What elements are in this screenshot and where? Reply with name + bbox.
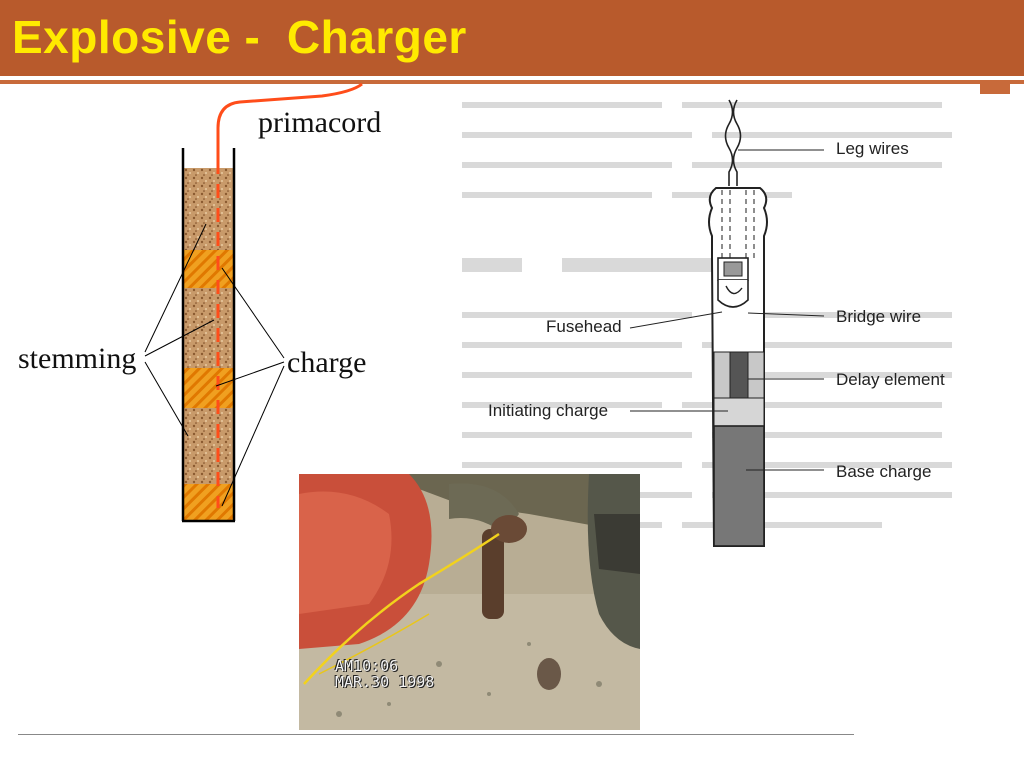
charge-layer xyxy=(184,484,233,520)
title-bar: Explosive - Charger xyxy=(0,0,1024,76)
leg-wires-label: Leg wires xyxy=(836,139,909,158)
slide-title: Explosive - Charger xyxy=(12,11,467,63)
footer-divider xyxy=(18,734,854,735)
charge-label: charge xyxy=(287,346,367,379)
charge-layer xyxy=(184,250,233,288)
stemming-layer xyxy=(184,168,233,250)
fusehead-label: Fusehead xyxy=(546,317,622,336)
detonator-leg-wires xyxy=(724,99,742,186)
detonator-body xyxy=(708,187,768,547)
field-photo: AM10:06 MAR.30 1998 xyxy=(299,474,640,730)
initiating-charge-label: Initiating charge xyxy=(488,401,609,420)
bridge-wire-label: Bridge wire xyxy=(836,307,922,326)
borehole-column xyxy=(181,148,236,523)
stemming-layer xyxy=(184,288,233,368)
primacord-label: primacord xyxy=(258,106,382,139)
stemming-label: stemming xyxy=(18,342,137,375)
detonator-leader-lines xyxy=(629,149,825,471)
photo-timestamp-date: MAR.30 1998 xyxy=(335,673,435,691)
title-underline-tab xyxy=(980,84,1010,94)
photo-timestamp: AM10:06 MAR.30 1998 xyxy=(335,658,434,690)
leader-lines xyxy=(144,223,285,507)
field-photo-scene xyxy=(299,474,640,730)
stemming-layer xyxy=(184,408,233,484)
photo-timestamp-time: AM10:06 xyxy=(335,657,399,675)
delay-element-label: Delay element xyxy=(836,370,945,389)
title-underline xyxy=(0,80,1024,84)
charge-layer xyxy=(184,368,233,408)
base-charge-label: Base charge xyxy=(836,462,932,481)
primacord-line xyxy=(216,82,363,508)
